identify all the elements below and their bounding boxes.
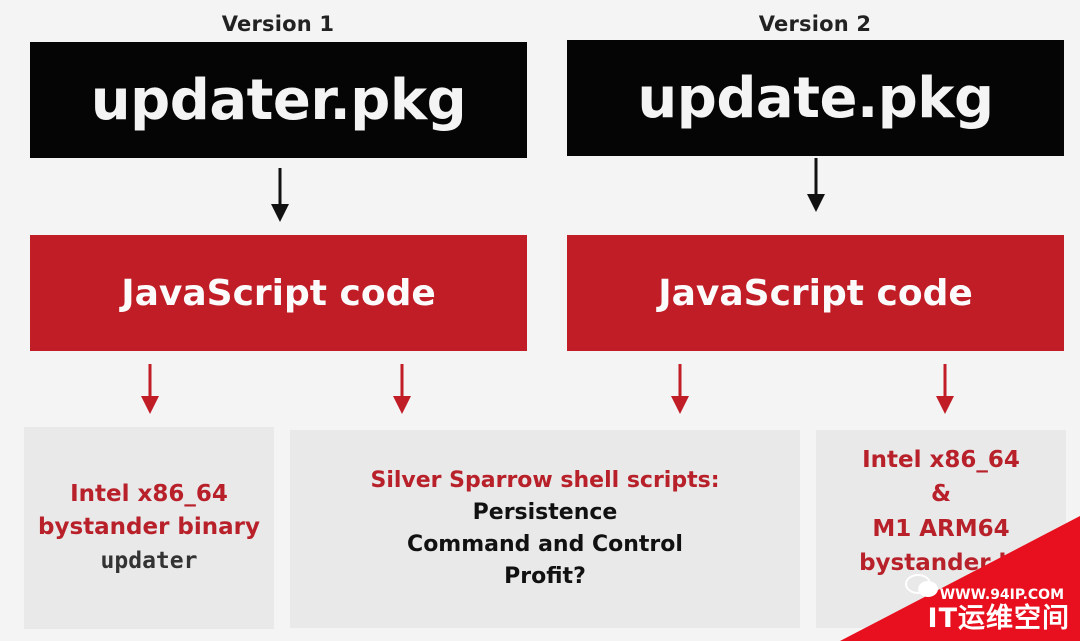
version-1-label: Version 1 <box>221 12 335 36</box>
javascript-code-box-v2: JavaScript code <box>567 235 1064 351</box>
v1-binary-line1: Intel x86_64 <box>70 480 228 507</box>
shell-scripts-box: Silver Sparrow shell scripts: Persistenc… <box>290 430 800 628</box>
arrow-js-v1-to-binary <box>141 364 159 414</box>
arrow-js-v1-to-scripts <box>393 364 411 414</box>
watermark-site: WWW.94IP.COM <box>939 587 1064 603</box>
watermark-brand: IT运维空间 <box>927 603 1070 634</box>
chat-bubble-icon <box>905 574 938 597</box>
arrow-pkg-to-js-v1 <box>271 168 289 222</box>
shell-scripts-title: Silver Sparrow shell scripts: <box>370 468 720 494</box>
v2-binary-line2: & <box>930 481 952 508</box>
arrow-js-v2-to-scripts <box>671 364 689 414</box>
javascript-code-label-v1: JavaScript code <box>121 272 436 314</box>
updater-pkg-box: updater.pkg <box>30 42 527 158</box>
javascript-code-box-v1: JavaScript code <box>30 235 527 351</box>
shell-scripts-item-persistence: Persistence <box>472 500 618 526</box>
arrow-pkg-to-js-v2 <box>807 158 825 212</box>
update-pkg-box: update.pkg <box>567 40 1064 156</box>
updater-pkg-label: updater.pkg <box>90 67 467 133</box>
watermark-triangle <box>840 516 1080 641</box>
arrow-js-v2-to-binary <box>936 364 954 414</box>
v1-binary-line2: bystander binary <box>37 514 261 541</box>
javascript-code-label-v2: JavaScript code <box>658 272 973 314</box>
update-pkg-label: update.pkg <box>637 65 994 131</box>
shell-scripts-item-command-control: Command and Control <box>407 532 683 557</box>
v2-binary-line3: M1 ARM64 <box>872 515 1010 542</box>
v1-binary-box: Intel x86_64 bystander binary updater <box>24 427 274 629</box>
version-2-label: Version 2 <box>758 12 872 36</box>
v2-binary-line1: Intel x86_64 <box>862 446 1020 473</box>
shell-scripts-item-profit: Profit? <box>504 563 586 589</box>
v1-binary-filename: updater <box>100 547 198 574</box>
